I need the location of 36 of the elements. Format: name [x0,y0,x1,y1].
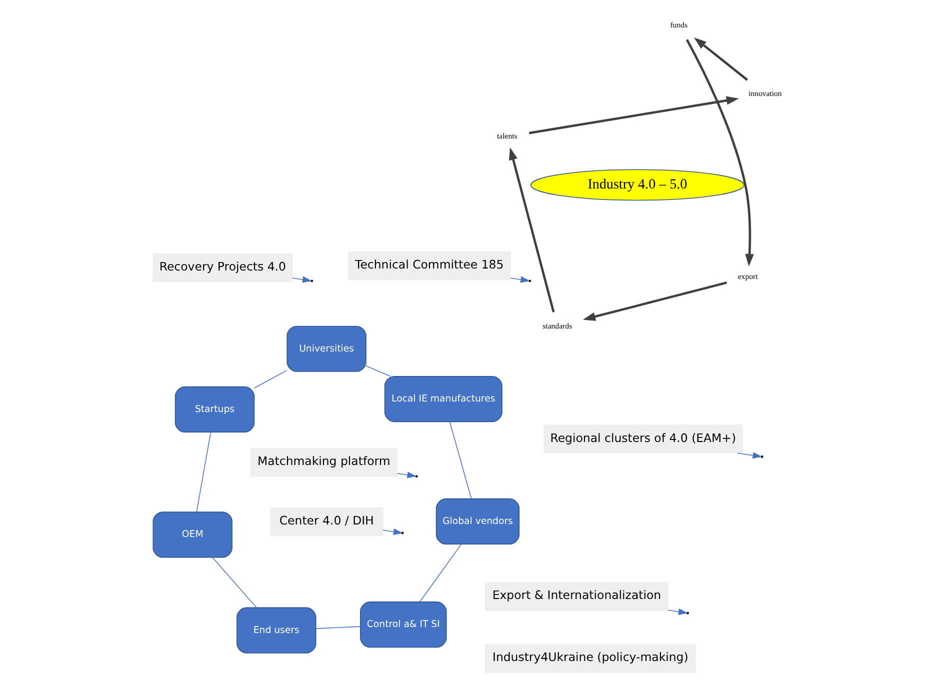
connector [314,626,360,629]
arrow [510,276,530,283]
arrow [396,472,416,478]
node-box: Export & Internationalization [484,582,668,611]
node-box: Matchmaking platform [250,448,397,477]
arrow [508,147,554,312]
connector [212,556,256,608]
node-text: export [737,272,758,282]
node-box: Local IE manufactures [384,376,502,422]
node-box: Universities [286,326,366,372]
connector [448,421,472,500]
node-box: Startups [174,386,254,433]
node-text: innovation [748,89,782,98]
node-text: talents [496,132,517,141]
connector [419,544,462,602]
arrow [693,38,748,81]
node-text: standards [542,321,572,330]
node-box: Center 4.0 / DIH [269,507,383,536]
node-text: funds [670,20,688,30]
arrow [667,608,688,615]
arrow [736,452,762,459]
node-ellipse: Industry 4.0 – 5.0 [530,169,744,201]
node-box: Technical Committee 185 [348,251,510,280]
node-box: Recovery Projects 4.0 [152,253,292,282]
arrow [582,282,726,321]
node-box: End users [236,607,316,654]
arrow [685,39,754,266]
node-box: Regional clusters of 4.0 (EAM+) [543,424,742,454]
node-box: OEM [152,512,232,558]
connector [196,432,211,512]
arrow [528,96,738,134]
node-box: Global vendors [435,498,520,545]
node-box: Control a& IT SI [360,602,446,648]
arrow [291,276,312,283]
connector [365,365,390,377]
connector [253,370,287,388]
